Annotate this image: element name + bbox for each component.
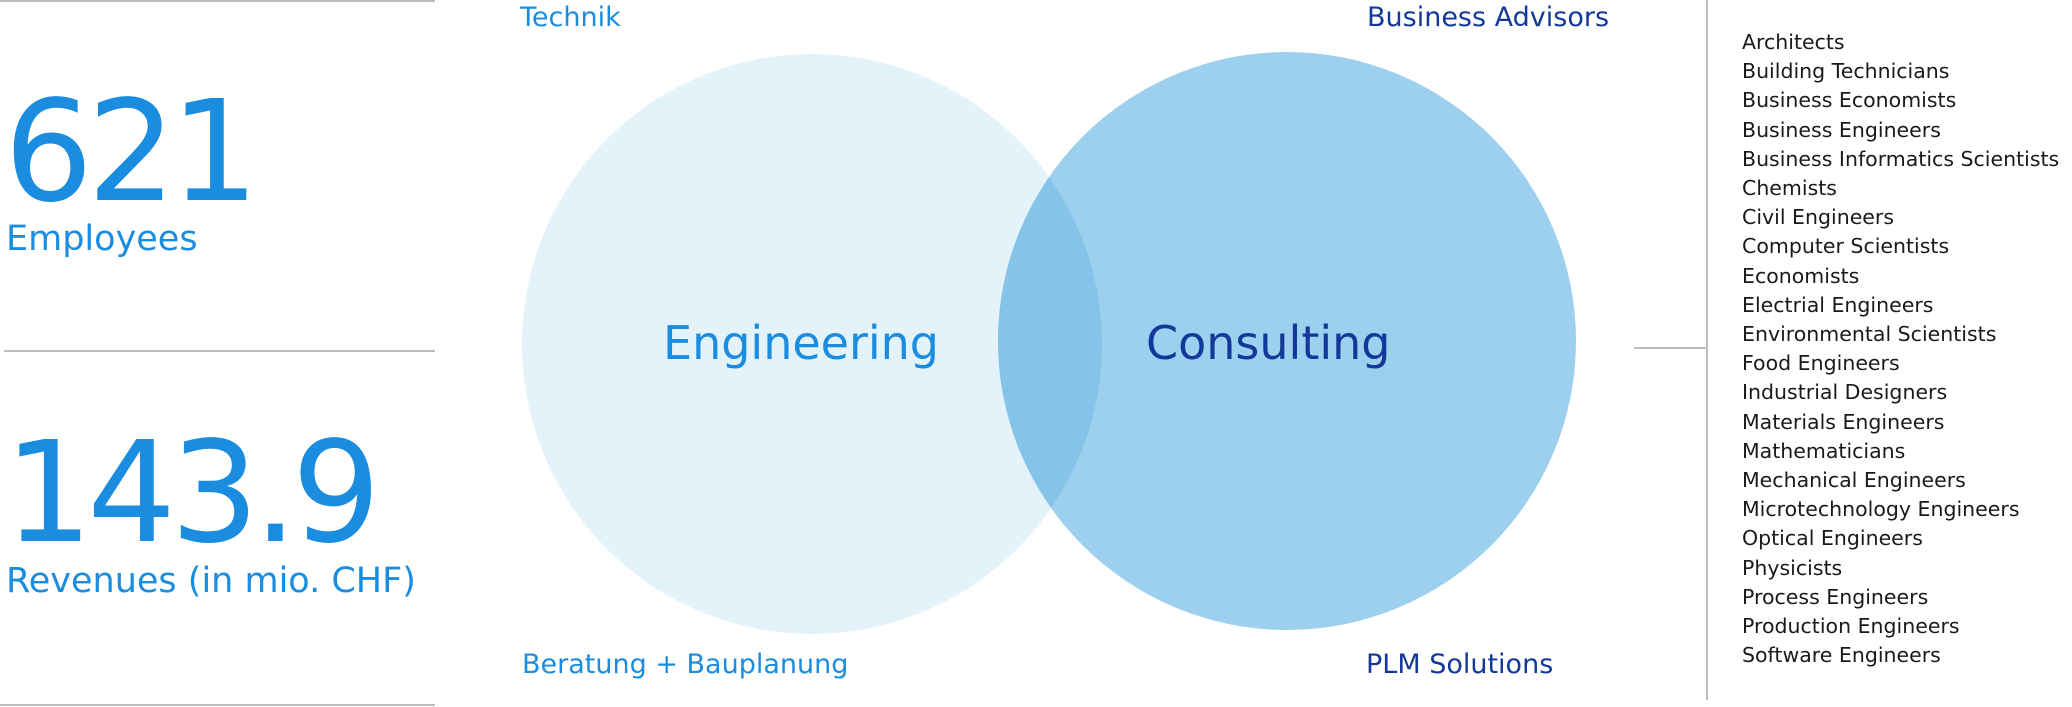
middle-divider (4, 350, 435, 352)
profession-item: Chemists (1742, 176, 1837, 201)
corner-label-technik: Technik (520, 2, 621, 33)
profession-item: Physicists (1742, 555, 1843, 580)
profession-item: Electrial Engineers (1742, 292, 1934, 317)
profession-item: Industrial Designers (1742, 380, 1948, 405)
corner-label-beratung-bauplanung: Beratung + Bauplanung (522, 649, 849, 680)
profession-item: Building Technicians (1742, 59, 1950, 84)
consulting-circle (998, 52, 1576, 630)
employees-label: Employees (6, 219, 198, 259)
profession-item: Mathematicians (1742, 438, 1906, 463)
profession-item: Economists (1742, 263, 1860, 288)
profession-item: Software Engineers (1742, 643, 1941, 668)
revenues-value: 143.9 (4, 412, 381, 575)
corner-label-business-advisors: Business Advisors (1367, 2, 1610, 33)
profession-item: Production Engineers (1742, 614, 1960, 639)
profession-item: Mechanical Engineers (1742, 468, 1966, 493)
profession-item: Computer Scientists (1742, 234, 1950, 259)
profession-item: Environmental Scientists (1742, 322, 1997, 347)
profession-item: Business Engineers (1742, 117, 1941, 142)
vertical-divider (1706, 0, 1708, 700)
profession-item: Materials Engineers (1742, 409, 1945, 434)
profession-item: Business Informatics Scientists (1742, 146, 2060, 171)
connector-line (1634, 347, 1706, 349)
bottom-divider (0, 704, 435, 706)
top-divider (0, 0, 435, 2)
profession-item: Optical Engineers (1742, 526, 1923, 551)
corner-label-plm-solutions: PLM Solutions (1366, 649, 1554, 680)
employees-count: 621 (4, 71, 259, 234)
profession-item: Microtechnology Engineers (1742, 497, 2020, 522)
profession-item: Business Economists (1742, 88, 1957, 113)
profession-item: Process Engineers (1742, 584, 1929, 609)
engineering-circle (522, 54, 1102, 634)
profession-item: Civil Engineers (1742, 205, 1895, 230)
profession-item: Architects (1742, 30, 1845, 54)
profession-item: Food Engineers (1742, 351, 1900, 376)
consulting-label: Consulting (1146, 316, 1391, 370)
revenues-label: Revenues (in mio. CHF) (6, 561, 416, 601)
engineering-label: Engineering (663, 316, 939, 370)
